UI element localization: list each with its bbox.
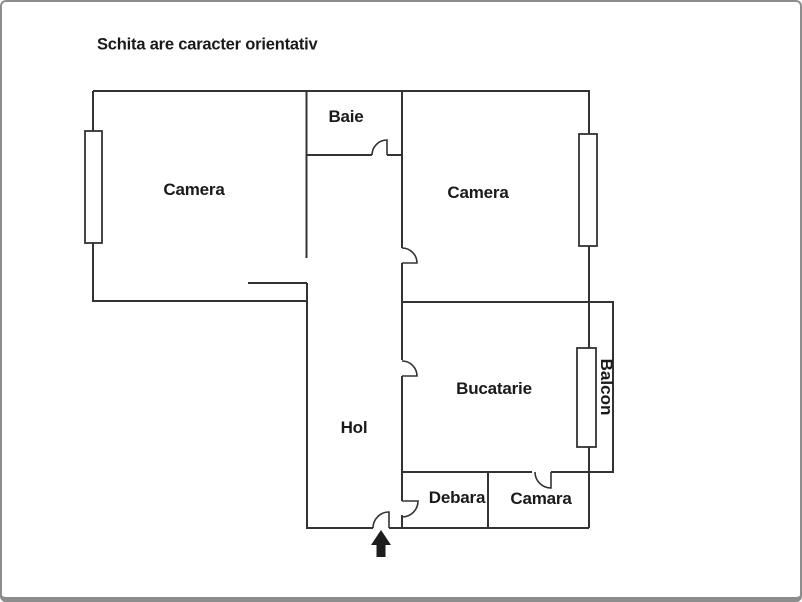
room-label-baie: Baie: [328, 107, 364, 126]
door-arc-debara: [401, 500, 419, 518]
room-label-bucatarie: Bucatarie: [456, 379, 532, 398]
plan-disclaimer-title: Schita are caracter orientativ: [97, 35, 318, 54]
window-camera-right: [578, 133, 598, 247]
room-label-hol: Hol: [340, 418, 368, 437]
window-camera-left: [84, 130, 103, 244]
door-arc-camara: [534, 471, 552, 489]
door-arc-entrance: [372, 511, 390, 529]
room-label-debara: Debara: [428, 488, 486, 507]
room-label-camera-left: Camera: [163, 180, 225, 199]
room-label-camara: Camara: [510, 489, 572, 508]
door-arc-bucatarie: [401, 360, 418, 377]
door-arc-baie: [371, 139, 388, 156]
room-label-balcon: Balcon: [597, 358, 616, 416]
door-arc-camera-right: [401, 247, 418, 264]
window-balcon: [576, 347, 597, 448]
walls: [92, 90, 614, 529]
room-label-camera-right: Camera: [447, 183, 509, 202]
entrance-arrow-icon: [371, 530, 391, 557]
